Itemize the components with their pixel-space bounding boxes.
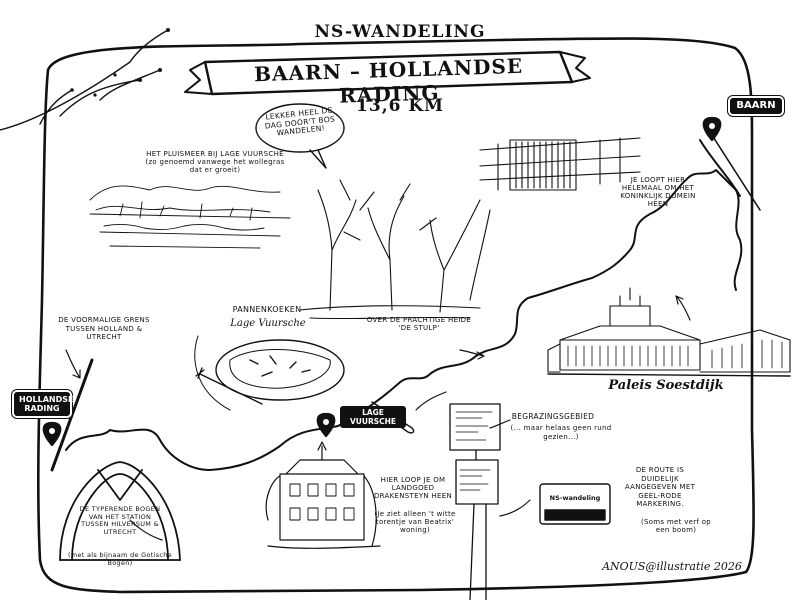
palace-sketch (547, 287, 791, 377)
arrow (129, 519, 163, 541)
note-bogen: DE TYPERENDE BOGEN VAN HET STATION TUSSE… (79, 505, 161, 536)
arrow (459, 349, 485, 360)
arrow (489, 419, 511, 429)
signature: ANOUS@illustratie 2026 (602, 560, 742, 573)
note-pluismeer: HET PLUISMEER BIJ LAGE VUURSCHE (zo geno… (145, 150, 285, 174)
note-pannenkoeken: PANNENKOEKEN (232, 305, 302, 314)
pancake-plate (194, 335, 415, 434)
note-pannenkoeken-place: Lage Vuursche (230, 318, 306, 329)
note-drakensteyn: HIER LOOP JE OM LANDGOED DRAKENSTEYN HEE… (373, 476, 453, 500)
note-route: DE ROUTE IS DUIDELIJK AANGEGEVEN MET GEE… (624, 466, 696, 508)
pin-baarn (702, 116, 722, 142)
walking-route (65, 169, 743, 471)
pluismeer-sketch (89, 185, 291, 249)
note-hek: JE LOOPT HIER HELEMAAL OM HET KONINKLIJK… (620, 176, 696, 208)
note-grens: DE VOORMALIGE GRENS TUSSEN HOLLAND & UTR… (58, 316, 150, 341)
drakensteyn-sketch (265, 441, 381, 549)
place-label-hollandse-rading: HOLLANDSE RADING (12, 390, 73, 418)
place-label-baarn: BAARN (728, 96, 784, 116)
pin-lage-vuursche (316, 412, 336, 438)
speech-bubble (255, 103, 345, 153)
pin-hollandse-rading (42, 421, 62, 447)
series-title: NS-WANDELING (314, 22, 486, 42)
note-begrazing: BEGRAZINGSGEBIED (511, 412, 595, 421)
ns-marker (539, 483, 611, 525)
signpost (449, 403, 501, 600)
note-route-sub: (Soms met verf op een boom) (640, 518, 712, 534)
note-begrazing-sub: (... maar helaas geen rund gezien...) (510, 424, 612, 441)
knife (369, 401, 415, 434)
note-bogen-sub: (met als bijnaam de Gotische Bogen) (68, 551, 172, 567)
arrow (65, 349, 81, 379)
note-heide: OVER DE PRACHTIGE HEIDE 'DE STULP' (366, 316, 472, 332)
branch (0, 29, 169, 131)
arrow (415, 391, 447, 411)
place-label-paleis: Paleis Soestdijk (608, 378, 724, 393)
frame-border (36, 37, 755, 594)
trees-sketch (299, 179, 491, 320)
fork (195, 367, 263, 405)
gothic-arches (59, 461, 181, 561)
ns-marker-label: NS-wandeling (549, 494, 601, 502)
note-drakensteyn-sub: (Je ziet alleen 't witte torentje van Be… (374, 510, 456, 534)
route-distance: 13,6 KM (356, 96, 444, 116)
arrow (675, 295, 691, 321)
place-label-lage-vuursche: LAGE VUURSCHE (340, 406, 406, 428)
fence-gate-sketch (479, 137, 641, 191)
arrow (499, 499, 531, 517)
